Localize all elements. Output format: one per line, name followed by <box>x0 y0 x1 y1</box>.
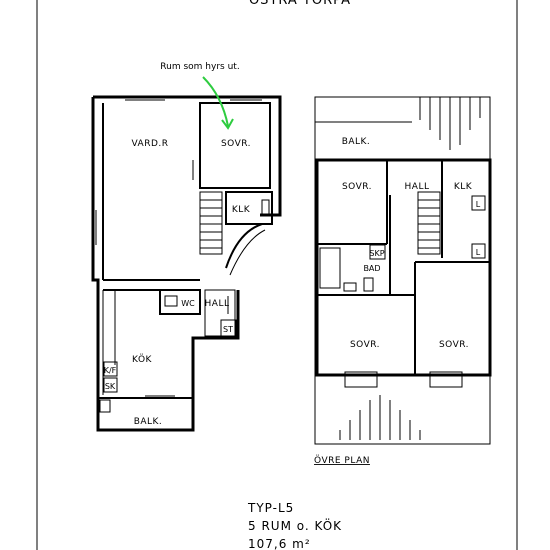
lower-floor-plan <box>91 95 282 432</box>
upper-frame <box>314 96 491 445</box>
label-lower-closet: KLK <box>232 205 251 215</box>
hall-curve-wall-inner <box>229 229 266 276</box>
lower-outer-wall-main <box>91 97 240 432</box>
lower-closet-fixture <box>261 199 270 215</box>
bath-toilet <box>363 277 374 292</box>
label-lower-hall: HALL <box>205 299 230 309</box>
label-living-room: VARD.R <box>131 139 168 149</box>
annotation-rented-room: Rum som hyrs ut. <box>160 62 239 72</box>
lower-bedroom-walls <box>199 102 271 189</box>
upper-plan-caption: ÖVRE PLAN <box>314 455 370 466</box>
label-wc: WC <box>181 299 195 308</box>
upper-outer-walls <box>315 158 492 377</box>
upper-stair <box>417 191 441 255</box>
label-kitchen: KÖK <box>132 354 152 365</box>
label-sk: SK <box>105 382 116 391</box>
hall-walls <box>204 289 236 337</box>
footer-type: TYP-L5 <box>247 501 294 515</box>
balcony-post <box>99 399 111 413</box>
label-l-top: L <box>476 200 481 209</box>
annotation-arrow <box>202 76 229 127</box>
footer-area: 107,6 m² <box>248 537 311 550</box>
label-upper-bedroom-2: SOVR. <box>350 340 380 350</box>
bathtub <box>319 247 341 289</box>
label-upper-bedroom-3: SOVR. <box>439 340 469 350</box>
label-storage: ST <box>223 325 233 334</box>
annotation-arrowhead-icon <box>221 118 234 130</box>
label-upper-bedroom-1: SOVR. <box>342 182 372 192</box>
label-bath: BAD <box>363 264 380 273</box>
label-upper-hall: HALL <box>405 182 430 192</box>
storage-box <box>220 319 237 337</box>
lower-outer-wall-top <box>93 95 282 217</box>
label-l-bottom: L <box>476 248 481 257</box>
kf-box <box>103 361 118 377</box>
label-skp: SKP <box>369 249 384 258</box>
l-top-box <box>471 195 486 211</box>
hall-curve-wall <box>225 223 263 269</box>
label-kf: K/F <box>104 366 117 375</box>
bath-sink <box>343 282 357 292</box>
footer-rooms: 5 RUM o. KÖK <box>248 517 342 533</box>
l-bottom-box <box>471 243 486 259</box>
lower-closet-walls <box>225 191 273 225</box>
wc-toilet <box>164 295 178 307</box>
label-upper-closet: KLK <box>454 182 473 192</box>
upper-floor-plan <box>314 96 492 445</box>
header-title: ÖSTRA TORPA <box>249 0 351 8</box>
label-upper-balcony: BALK. <box>342 137 371 147</box>
label-lower-balcony: BALK. <box>134 417 163 427</box>
skp-box <box>369 244 386 260</box>
roof-hatch-top-right <box>419 97 481 150</box>
window-bay-2 <box>429 371 463 388</box>
label-lower-bedroom: SOVR. <box>221 139 251 149</box>
sk-box <box>103 377 118 393</box>
window-bay-1 <box>344 371 378 388</box>
lower-stair <box>199 191 223 255</box>
roof-hatch-bottom <box>339 395 421 440</box>
wc-walls <box>159 289 201 315</box>
